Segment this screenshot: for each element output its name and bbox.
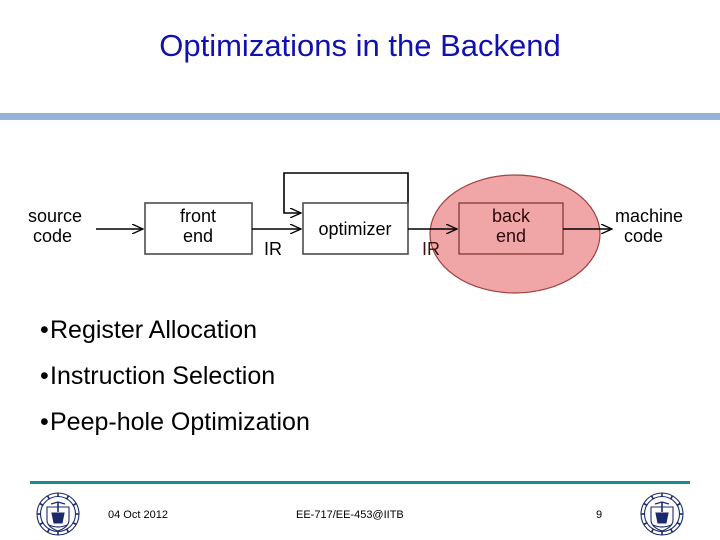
title-divider xyxy=(0,113,720,120)
page-title: Optimizations in the Backend xyxy=(159,28,561,63)
label-machine-code-line1: machine xyxy=(615,206,683,226)
bullet-marker-icon: • xyxy=(40,408,49,436)
footer-course-label: EE-717/EE-453@IITB xyxy=(296,509,404,521)
bullet-list: • Register Allocation • Instruction Sele… xyxy=(30,313,630,451)
footer-date: 04 Oct 2012 xyxy=(108,509,168,521)
footer-page-number: 9 xyxy=(595,509,603,521)
front-end-box xyxy=(144,202,253,255)
label-source-code-line1: source xyxy=(28,206,82,226)
label-ir-left: IR xyxy=(264,239,282,259)
label-source-code-line2: code xyxy=(33,226,72,246)
bullet-marker-icon: • xyxy=(40,362,49,390)
compiler-pipeline-diagram: source code front end IR optimizer IR ba… xyxy=(0,150,720,305)
optimizer-feedback-loop xyxy=(283,172,409,213)
list-item: • Register Allocation xyxy=(30,313,630,359)
label-optimizer: optimizer xyxy=(318,219,391,239)
iit-bombay-logo-right xyxy=(638,490,686,538)
back-end-box xyxy=(458,202,564,255)
footer-divider xyxy=(30,481,690,484)
label-ir-right: IR xyxy=(422,239,440,259)
label-back-end-line2: end xyxy=(496,226,526,246)
list-item: • Instruction Selection xyxy=(30,359,630,405)
label-front-end-line1: front xyxy=(180,206,216,226)
bullet-marker-icon: • xyxy=(40,316,49,344)
bullet-text: Instruction Selection xyxy=(50,362,276,390)
iit-bombay-logo-left xyxy=(34,490,82,538)
list-item: • Peep-hole Optimization xyxy=(30,405,630,451)
bullet-text: Register Allocation xyxy=(50,316,258,344)
label-back-end-line1: back xyxy=(492,206,531,226)
label-machine-code-line2: code xyxy=(624,226,663,246)
label-front-end-line2: end xyxy=(183,226,213,246)
bullet-text: Peep-hole Optimization xyxy=(50,408,310,436)
